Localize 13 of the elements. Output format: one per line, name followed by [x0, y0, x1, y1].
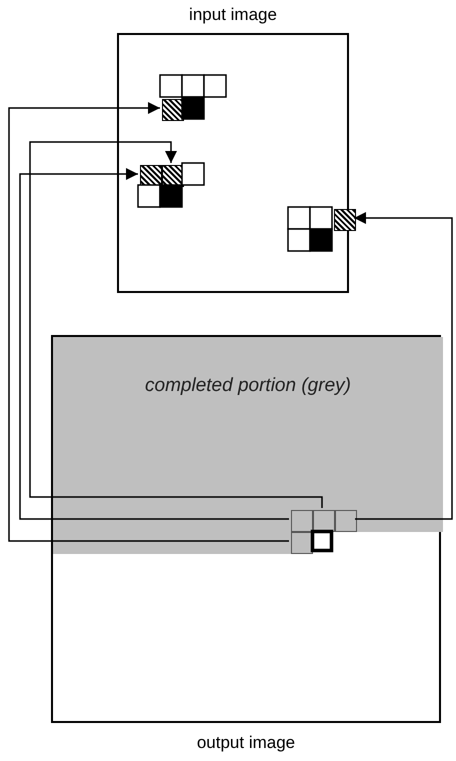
- image-caption: output image: [196, 733, 296, 753]
- hatched-pixel-cell: [334, 209, 356, 231]
- region-label: completed portion (grey): [144, 375, 352, 397]
- neighbor-pixel-cell: [291, 510, 313, 532]
- completed-region: [53, 337, 443, 554]
- hatched-pixel-cell: [140, 165, 162, 187]
- connector-arrow: [19, 168, 289, 520]
- connector-arrow: [29, 141, 323, 508]
- neighbor-pixel-cell: [335, 510, 357, 532]
- hatched-pixel-cell: [162, 99, 184, 121]
- connector-arrow: [8, 102, 289, 542]
- connector-arrow: [354, 212, 453, 520]
- image-caption: input image: [188, 5, 278, 25]
